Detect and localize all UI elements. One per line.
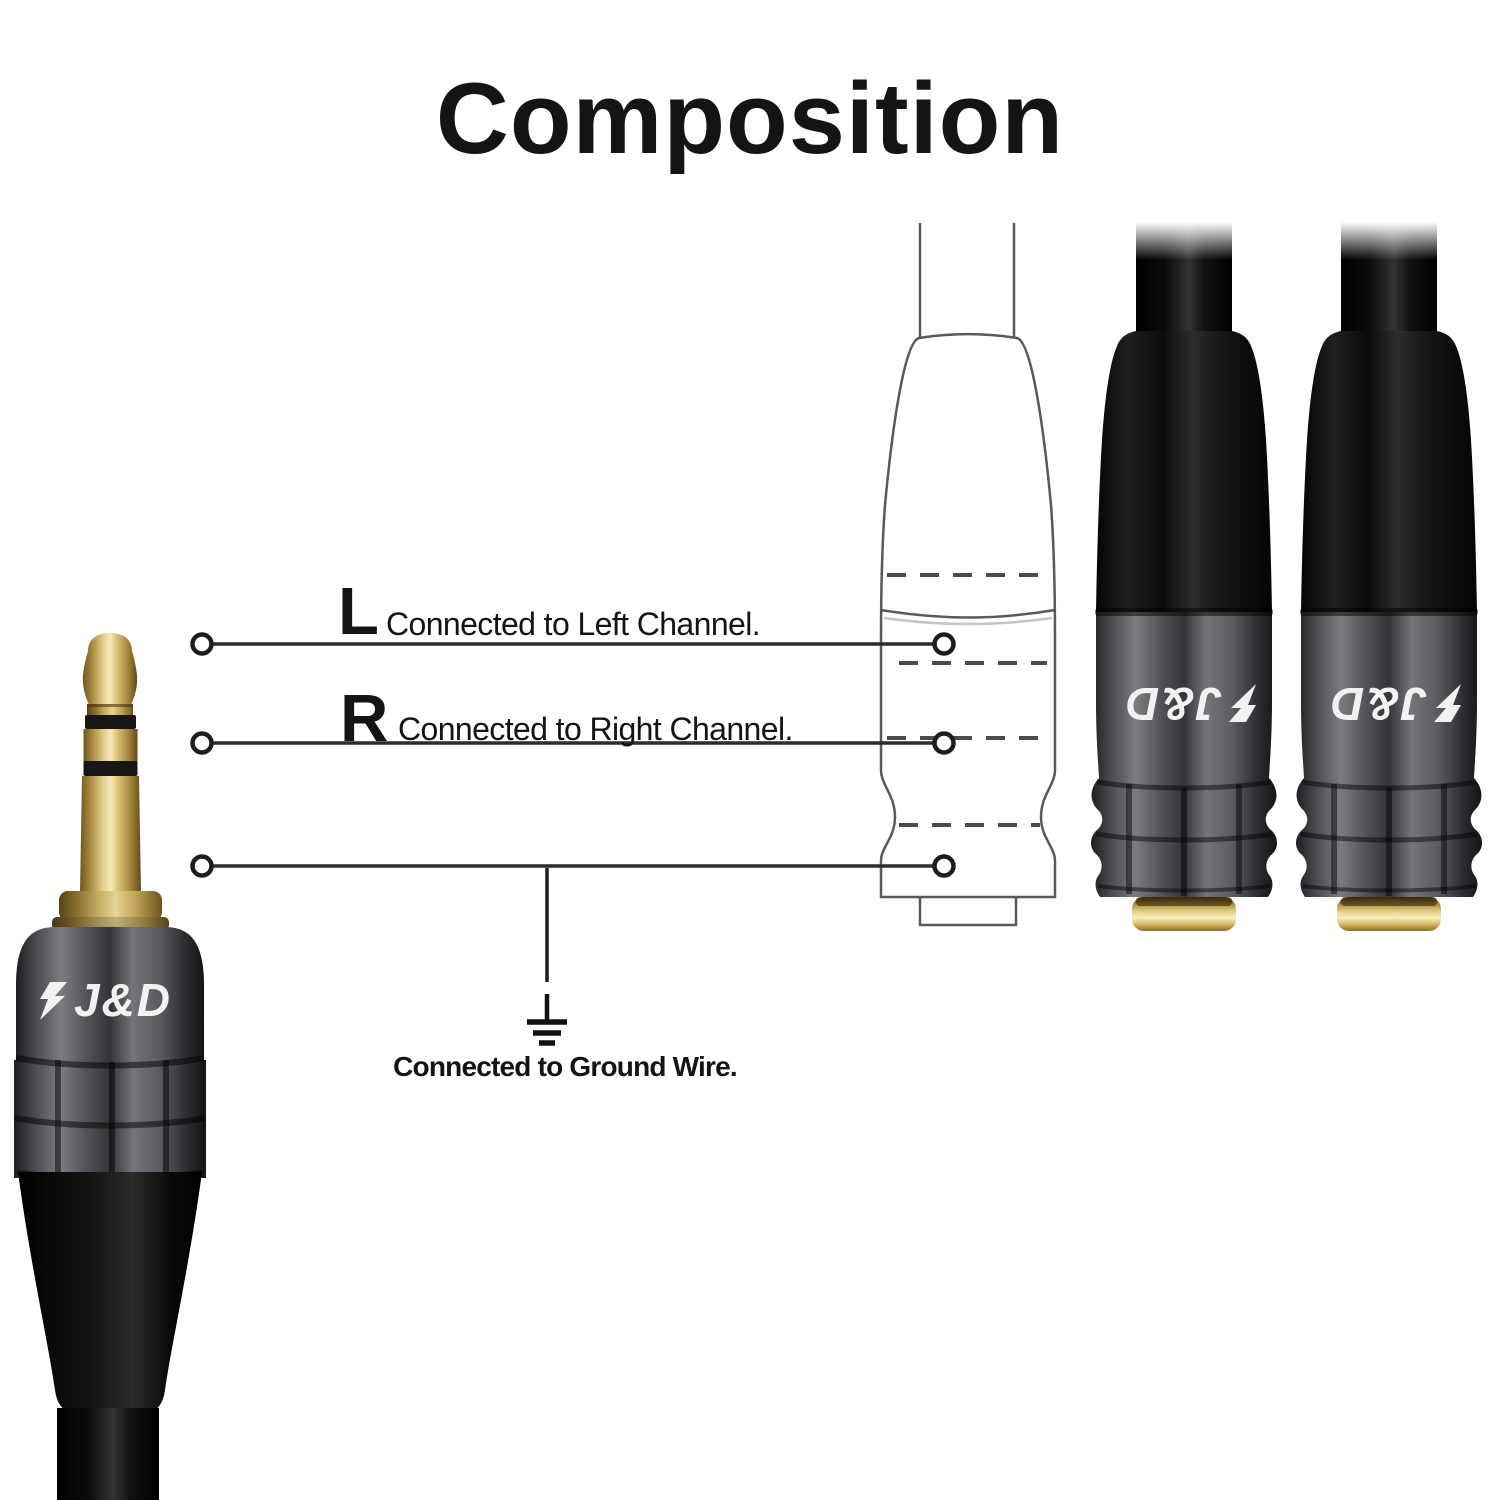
plug-gold-band — [83, 729, 138, 762]
plug-gold-shaft — [80, 776, 141, 893]
dashed-conductor-lines — [887, 573, 1047, 827]
plug-gold-step — [52, 917, 169, 930]
plug-neck-ring — [87, 704, 133, 717]
left-channel-letter: L — [338, 574, 379, 649]
outline-inner-curve-2 — [883, 616, 1053, 626]
terminal-circle-icon — [932, 632, 956, 656]
left-channel-label: Connected to Left Channel. — [386, 606, 760, 642]
page-title: Composition — [436, 63, 1064, 175]
terminal-circle-icon — [190, 731, 214, 755]
plug-step-shade — [52, 917, 169, 930]
wire-ground — [190, 854, 956, 878]
terminal-circle-icon — [932, 731, 956, 755]
plug-neck-line — [87, 704, 133, 707]
brand-logo-text: J&D — [74, 974, 172, 1026]
plug-insulator-ring-2 — [83, 761, 138, 776]
plug-gold-tip — [82, 633, 138, 707]
earth-ground-icon — [527, 994, 567, 1046]
terminal-circle-icon — [190, 854, 214, 878]
right-channel-label: Connected to Right Channel. — [398, 711, 793, 747]
annotations: L Connected to Left Channel. R Connected… — [338, 574, 793, 1082]
plug-insulator-ring-1 — [85, 715, 136, 729]
terminal-circle-icon — [932, 854, 956, 878]
ground-branch — [527, 868, 567, 1046]
female-connector-outline — [879, 223, 1057, 927]
outline-body — [879, 333, 1057, 899]
wire-right-channel — [190, 731, 956, 755]
male-plug: J&D — [14, 633, 206, 1500]
brand-logo: J&D — [40, 974, 172, 1026]
right-channel-letter: R — [340, 681, 388, 756]
outline-bottom-tab — [918, 897, 1018, 927]
plug-cable — [57, 1408, 159, 1500]
outline-inner-curve — [880, 608, 1056, 619]
terminal-circle-icon — [190, 632, 214, 656]
wire-left-channel — [190, 632, 956, 656]
plug-gold-collar — [59, 891, 162, 921]
plug-gunmetal-body — [16, 927, 204, 1068]
ground-label: Connected to Ground Wire. — [393, 1051, 737, 1082]
plug-strain-relief — [18, 1172, 202, 1413]
